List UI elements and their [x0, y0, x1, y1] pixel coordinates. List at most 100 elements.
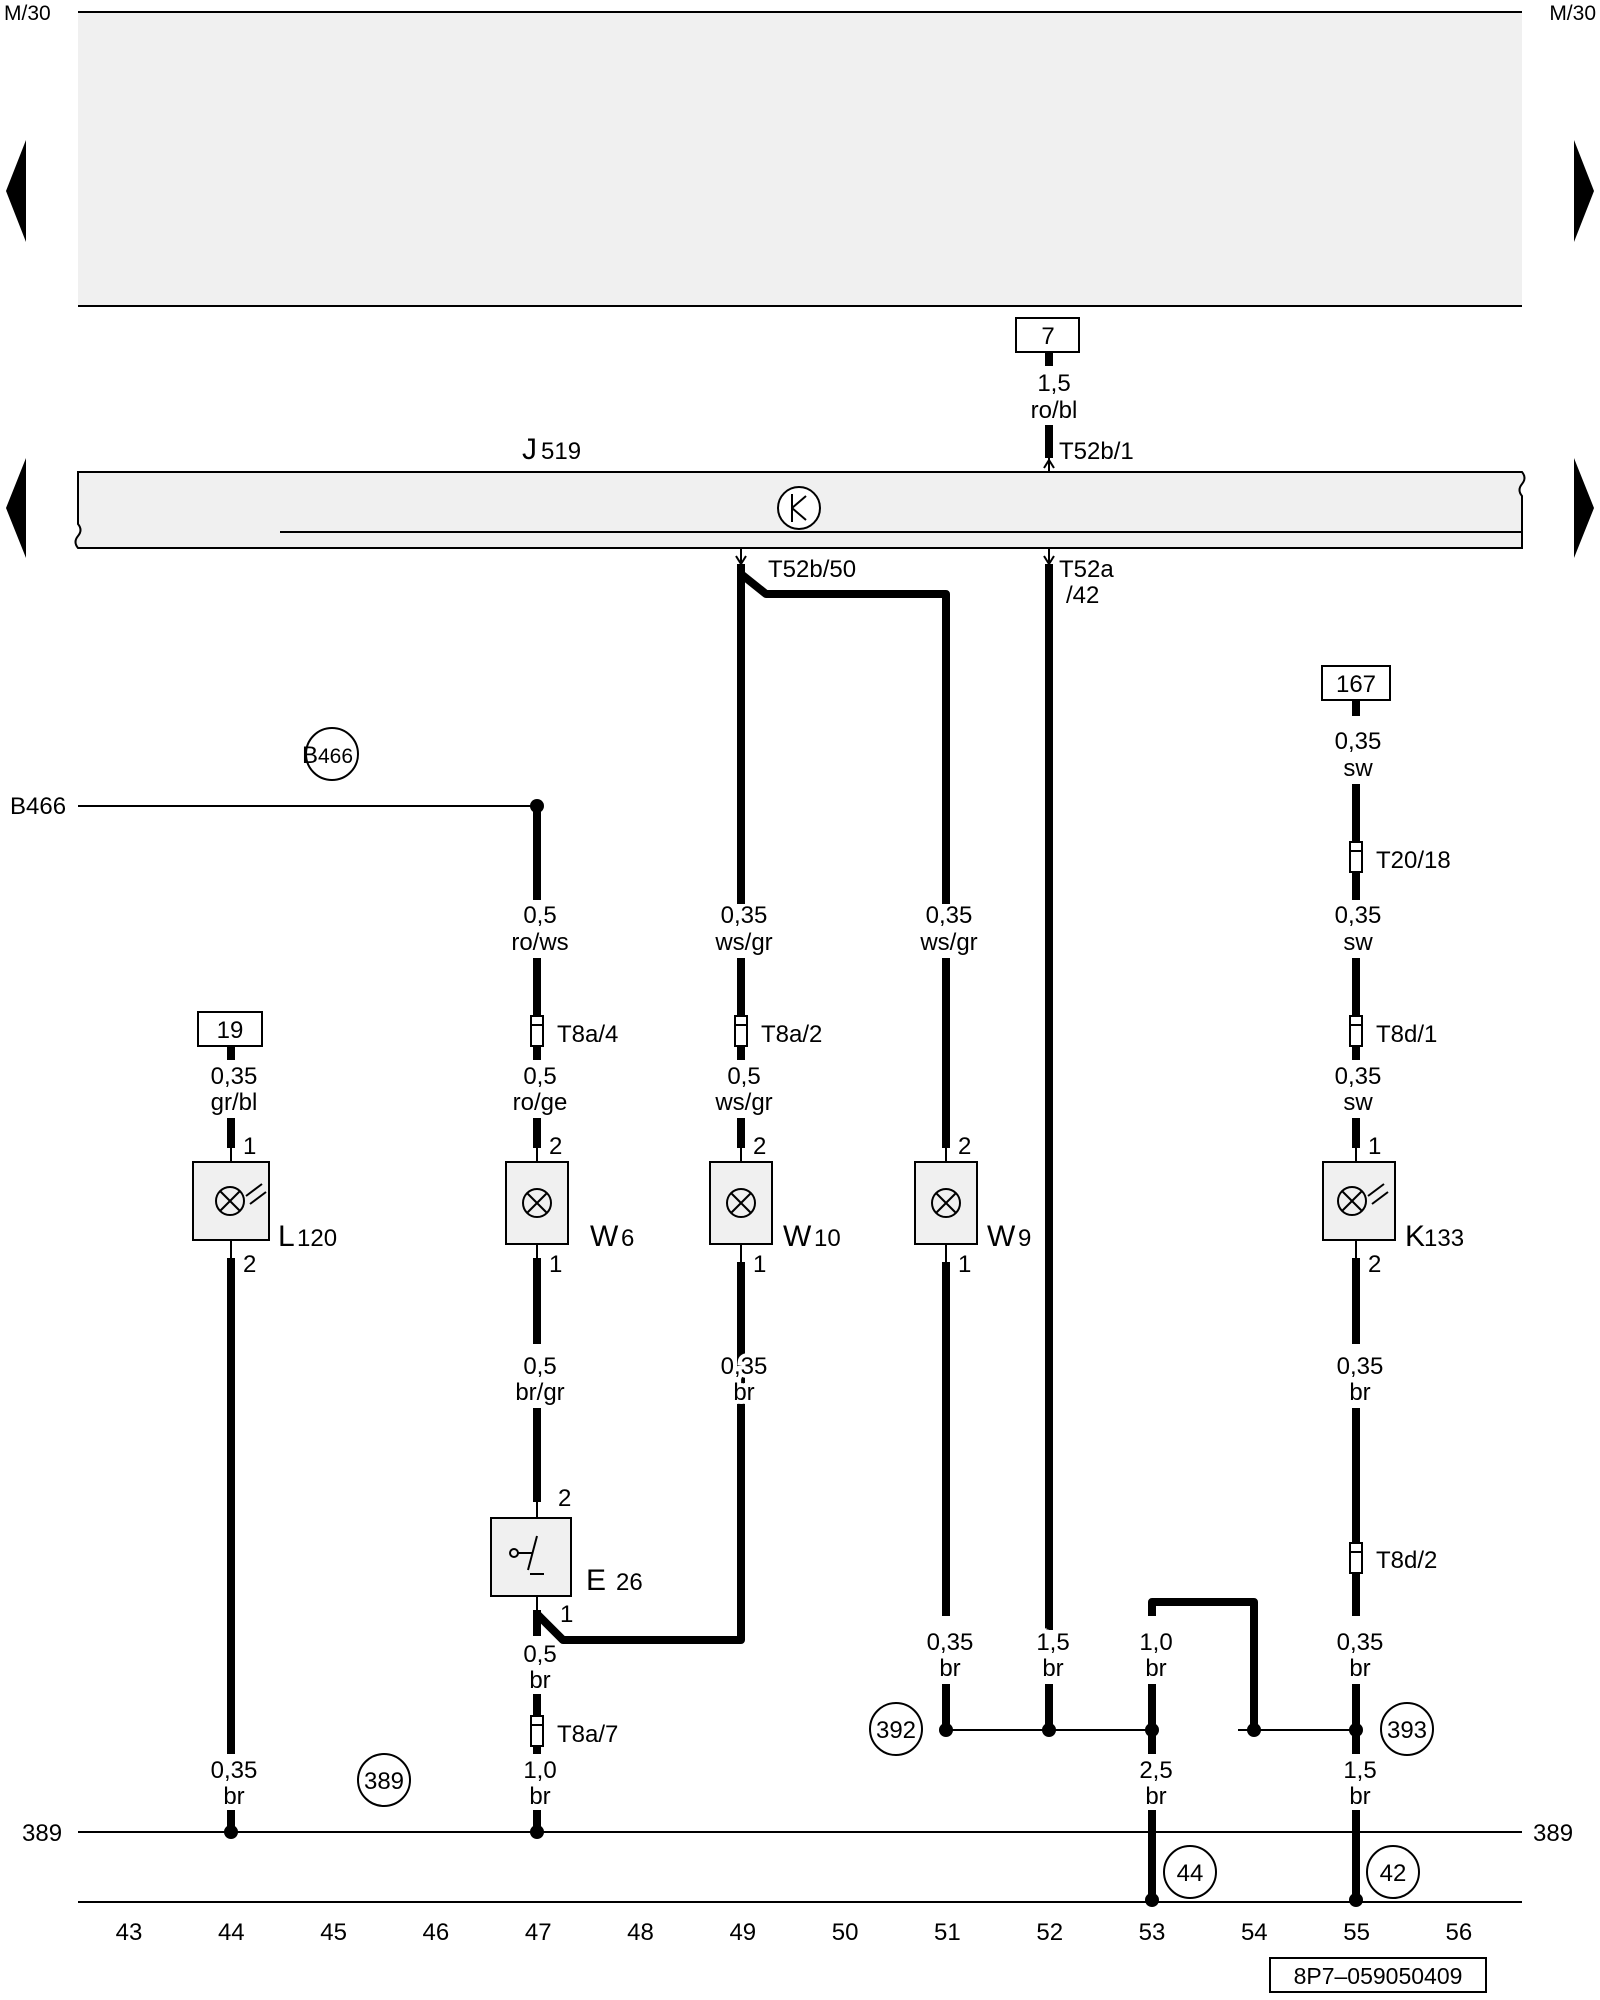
- node-55-ground: [1349, 1893, 1363, 1907]
- connector-t8d-2: T8d/2: [1376, 1547, 1437, 1574]
- column-number: 49: [729, 1919, 756, 1946]
- junction-b466-prefix: B: [302, 742, 318, 769]
- wire-49-b-color: ws/gr: [714, 1089, 772, 1116]
- l120-number: 120: [297, 1225, 337, 1252]
- ref-top-left: M/30: [4, 2, 51, 25]
- e26-prefix: E: [586, 1564, 606, 1597]
- column-number: 43: [116, 1919, 143, 1946]
- junction-393: 393: [1387, 1717, 1427, 1744]
- junction-b466-number: 466: [318, 745, 353, 768]
- wire-47-d-gauge: 0,5: [523, 1641, 556, 1668]
- bulb-w6-x2: [526, 1192, 548, 1214]
- ref-top-right: M/30: [1549, 2, 1596, 25]
- wire-55-a-color: sw: [1343, 755, 1373, 782]
- column-number: 47: [525, 1919, 552, 1946]
- junction-392: 392: [876, 1717, 916, 1744]
- switch-e26-ring: [509, 1548, 519, 1558]
- wire-44-b-color: br: [223, 1783, 244, 1810]
- column-number: 48: [627, 1919, 654, 1946]
- w9-pin2: 2: [958, 1133, 971, 1160]
- junction-392-circle: [869, 1702, 923, 1756]
- nav-left-arrow-upper[interactable]: [6, 140, 26, 242]
- wire-e26-to-49: [534, 1262, 745, 1644]
- wire-47-b-color: ro/ge: [513, 1089, 568, 1116]
- wire-52-b-color: br: [1042, 1655, 1063, 1682]
- ground-point-44-circle: [1163, 1845, 1217, 1899]
- ground-389-left-label: 389: [22, 1820, 62, 1847]
- wire-53-b-gauge: 2,5: [1139, 1757, 1172, 1784]
- wire-47-c-gauge: 0,5: [523, 1353, 556, 1380]
- j519-prefix: J: [522, 433, 537, 466]
- column-number: 55: [1343, 1919, 1370, 1946]
- connector-t8a-2: T8a/2: [761, 1021, 822, 1048]
- w6-prefix: W: [590, 1220, 619, 1253]
- ref-box-19-label: 19: [217, 1017, 244, 1044]
- wire-55-c-color: sw: [1343, 1089, 1373, 1116]
- wire-55-c-gauge: 0,35: [1335, 1063, 1382, 1090]
- l120-pin2: 2: [243, 1251, 256, 1278]
- wire-49-c-gauge: 0,35: [721, 1353, 768, 1380]
- bulb-w10-symbol: [726, 1188, 756, 1218]
- wire-55-f-gauge: 1,5: [1343, 1757, 1376, 1784]
- wire-55-b-color: sw: [1343, 929, 1373, 956]
- ground-389-right-label: 389: [1533, 1820, 1573, 1847]
- wire-49-b-gauge: 0,5: [727, 1063, 760, 1090]
- w10-pin1: 1: [753, 1251, 766, 1278]
- ground-point-42-circle: [1366, 1845, 1420, 1899]
- column-number: 45: [320, 1919, 347, 1946]
- ground-point-44: 44: [1177, 1860, 1204, 1887]
- connector-t20-18-shape: [1349, 841, 1363, 873]
- control-unit-symbol-arm1: [791, 495, 807, 509]
- wire-to-51-top: [738, 570, 950, 904]
- wire-47-b-gauge: 0,5: [523, 1063, 556, 1090]
- connector-t8a-4-shape: [530, 1015, 544, 1047]
- junction-393-circle: [1380, 1702, 1434, 1756]
- wire-53-a-color: br: [1145, 1655, 1166, 1682]
- ref-box-167-label: 167: [1336, 671, 1376, 698]
- w10-pin2: 2: [753, 1133, 766, 1160]
- node-53-ground: [1145, 1893, 1159, 1907]
- wire-51-a-color: ws/gr: [919, 929, 977, 956]
- wire-51-b-color: br: [939, 1655, 960, 1682]
- connector-t8d-2-shape: [1349, 1542, 1363, 1574]
- column-number: 56: [1446, 1919, 1473, 1946]
- wire-55-f-color: br: [1349, 1783, 1370, 1810]
- wire-51-b-gauge: 0,35: [927, 1629, 974, 1656]
- ground-point-42: 42: [1380, 1860, 1407, 1887]
- bulb-w10-x2: [730, 1192, 752, 1214]
- junction-389-circle: [357, 1753, 411, 1807]
- connector-t8a-2-shape: [734, 1015, 748, 1047]
- bulb-w6-symbol: [522, 1188, 552, 1218]
- w10-number: 10: [814, 1225, 841, 1252]
- lamp-l120-symbol: [215, 1186, 245, 1216]
- w6-pin2: 2: [549, 1133, 562, 1160]
- e26-number: 26: [616, 1569, 643, 1596]
- connector-t8d-1-shape: [1349, 1015, 1363, 1047]
- e26-pin1: 1: [560, 1601, 573, 1628]
- column-number: 50: [832, 1919, 859, 1946]
- doc-id-box: [1269, 1957, 1487, 1993]
- node-55-393: [1349, 1723, 1363, 1737]
- k133-number: 133: [1424, 1225, 1464, 1252]
- k133-pin2: 2: [1368, 1251, 1381, 1278]
- control-unit-symbol: [777, 486, 821, 530]
- connector-t52a: T52a: [1059, 556, 1114, 583]
- wire-47-a-gauge: 0,5: [523, 902, 556, 929]
- nav-left-arrow-lower[interactable]: [6, 458, 26, 558]
- lamp-k133: [1322, 1161, 1396, 1241]
- column-number: 44: [218, 1919, 245, 1946]
- lamp-l120-ray1: [245, 1183, 263, 1197]
- nav-right-arrow-upper[interactable]: [1574, 140, 1594, 242]
- wire-44-a-color: gr/bl: [211, 1089, 258, 1116]
- w9-number: 9: [1018, 1225, 1031, 1252]
- nav-right-arrow-lower[interactable]: [1574, 458, 1594, 558]
- wire-44-b-gauge: 0,35: [211, 1757, 258, 1784]
- wire-52-b-gauge: 1,5: [1036, 1629, 1069, 1656]
- connector-t8a-7-shape: [530, 1715, 544, 1747]
- wire-55-d-gauge: 0,35: [1337, 1353, 1384, 1380]
- w9-prefix: W: [987, 1220, 1016, 1253]
- control-unit-symbol-arm2: [791, 507, 807, 521]
- bulb-w9-symbol: [931, 1188, 961, 1218]
- connector-t8a-7: T8a/7: [557, 1721, 618, 1748]
